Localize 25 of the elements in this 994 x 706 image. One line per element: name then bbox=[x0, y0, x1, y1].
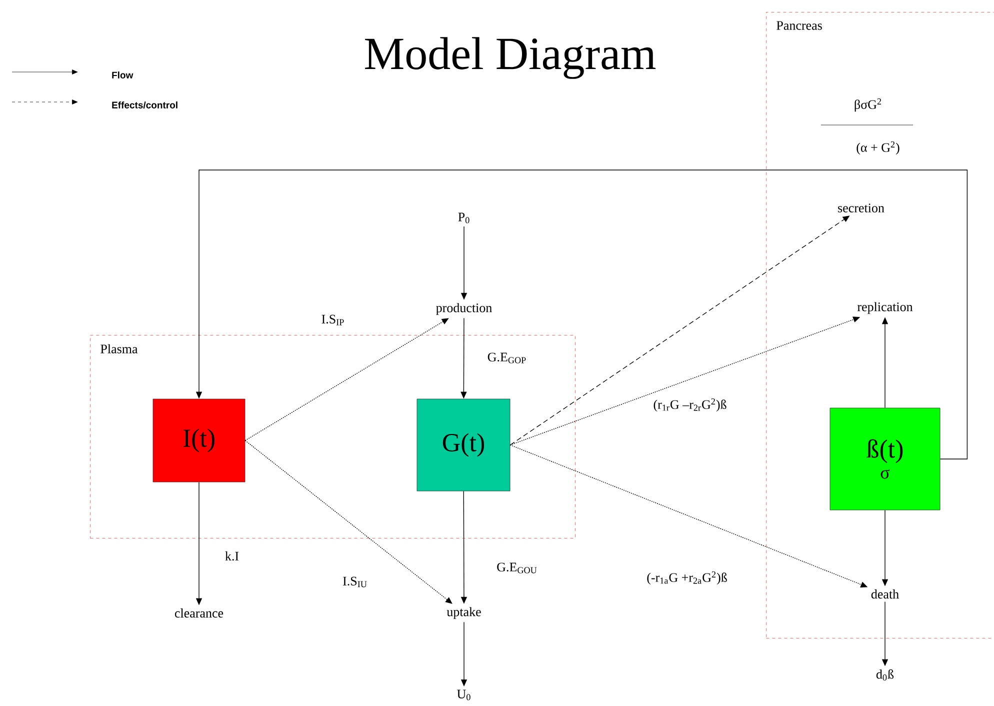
arrow bbox=[244, 440, 452, 604]
title: Model Diagram bbox=[365, 37, 656, 79]
process-label: uptake bbox=[446, 607, 481, 619]
process-label: U$_{0}$ bbox=[457, 690, 470, 700]
edge-label: I.S$_{IU}$ bbox=[342, 576, 368, 588]
edge-label: G.E$_{GOU}$ bbox=[496, 562, 538, 574]
edge-label: k.I bbox=[224, 550, 240, 562]
edge-label: (r$_{1r}$G –r$_{2r}$G$^{2}$)ß bbox=[652, 397, 728, 413]
legend-label: Flow bbox=[112, 72, 134, 78]
process-label: replication bbox=[857, 302, 913, 314]
rate-formula: (α + G$^{2}$) bbox=[856, 141, 900, 155]
edge-label: G.E$_{GOP}$ bbox=[486, 352, 528, 364]
edge-label: I.S$_{IP}$ bbox=[320, 314, 346, 326]
process-label: production bbox=[436, 303, 492, 315]
process-label: d$_{0}$ß bbox=[876, 669, 894, 681]
edge-label: (-r$_{1a}$G +r$_{2a}$G$^{2}$)ß bbox=[646, 570, 728, 586]
process-label: secretion bbox=[838, 204, 884, 212]
compartment-box: I(t) bbox=[152, 398, 246, 482]
process-label: death bbox=[871, 589, 899, 599]
compartment-box: G(t) bbox=[416, 398, 510, 492]
process-label: clearance bbox=[174, 608, 224, 618]
rate-formula: βσG$^{2}$ bbox=[854, 98, 882, 112]
process-label: P$_{0}$ bbox=[458, 212, 470, 224]
compartment-box: ß(t) σ bbox=[830, 408, 940, 510]
legend-label: Effects/control bbox=[112, 101, 178, 109]
